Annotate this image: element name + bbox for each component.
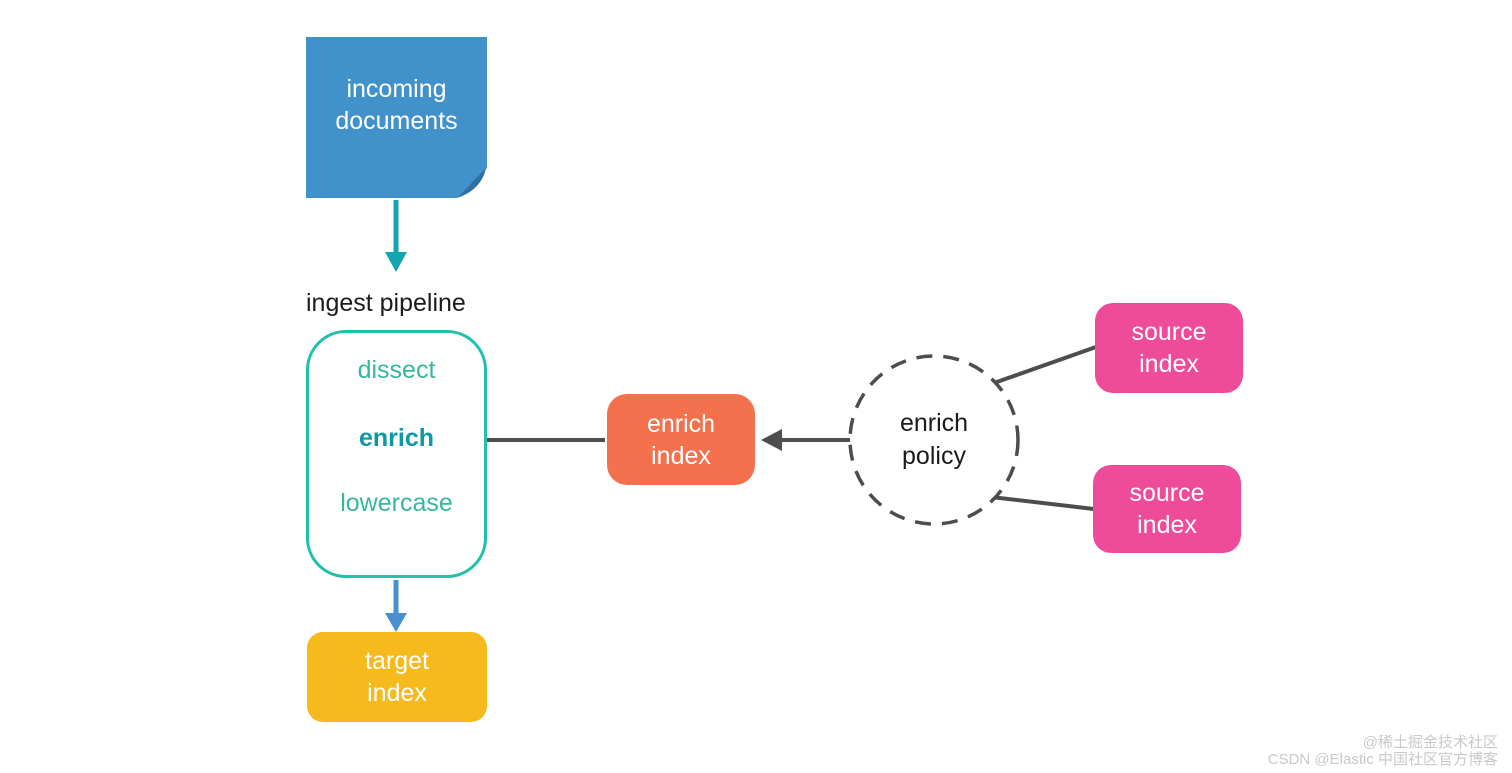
- processor-dissect: dissect: [357, 356, 436, 384]
- source-index-bottom-node: source index: [1093, 465, 1241, 553]
- source-index-top-node: source index: [1095, 303, 1243, 393]
- source-index-bottom-label: source index: [1129, 479, 1205, 539]
- watermark-line1: @稀土掘金技术社区: [1362, 734, 1498, 751]
- enrich-policy-node: enrich policy: [850, 356, 1018, 524]
- watermark: @稀土掘金技术社区 CSDN @Elastic 中国社区官方博客: [1267, 734, 1498, 768]
- ingest-pipeline-node: dissect enrich lowercase: [306, 330, 487, 578]
- enrich-index-label: enrich index: [646, 409, 716, 470]
- arrow-incoming-to-pipeline: [385, 200, 407, 272]
- watermark-line2: CSDN @Elastic 中国社区官方博客: [1267, 750, 1498, 768]
- arrow-policy-to-enrichindex: [761, 429, 851, 451]
- line-policy-to-source-top: [993, 345, 1097, 385]
- incoming-documents-shape: [306, 37, 487, 198]
- processor-lowercase: lowercase: [340, 489, 453, 517]
- incoming-documents-node: incoming documents: [306, 37, 487, 198]
- enrich-policy-label: enrich policy: [899, 409, 969, 470]
- enrich-index-node: enrich index: [607, 394, 755, 485]
- target-index-node: target index: [307, 632, 487, 722]
- incoming-documents-label: incoming documents: [335, 74, 458, 135]
- source-index-top-label: source index: [1131, 318, 1207, 378]
- target-index-label: target index: [365, 647, 429, 707]
- processor-enrich: enrich: [358, 424, 435, 452]
- ingest-pipeline-title: ingest pipeline: [306, 289, 466, 317]
- line-policy-to-source-bottom: [990, 495, 1095, 511]
- enrich-policy-circle: [848, 354, 1020, 526]
- arrow-pipeline-to-target: [385, 580, 407, 632]
